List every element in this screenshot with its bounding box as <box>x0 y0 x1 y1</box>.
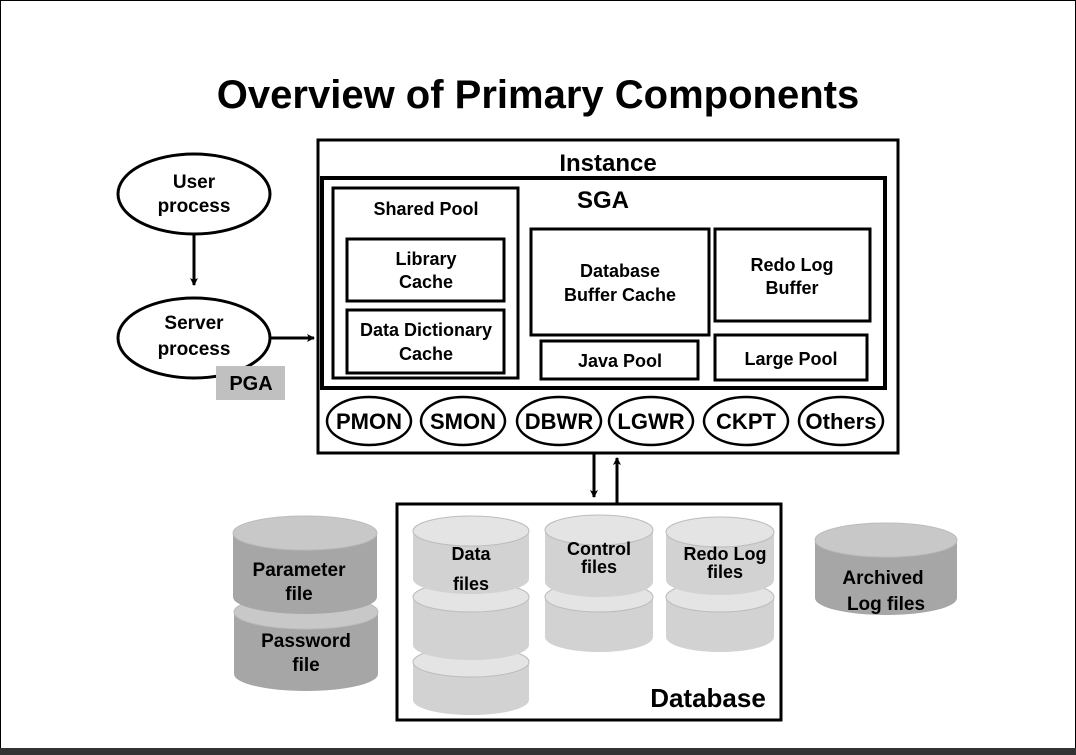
process-ckpt: CKPT <box>702 395 790 447</box>
parameter-file-cylinder <box>232 515 378 614</box>
control-files-label-2: files <box>581 557 617 577</box>
user-process-label-1: User <box>173 172 216 193</box>
background-processes: PMON SMON DBWR LGWR CKPT Others <box>325 395 885 447</box>
process-smon: SMON <box>419 395 507 447</box>
java-pool-box: Java Pool <box>539 339 700 381</box>
database-buffer-cache-box: Database Buffer Cache <box>529 227 711 337</box>
process-label: LGWR <box>617 409 684 434</box>
user-process-label-2: process <box>158 196 231 217</box>
redo-log-files-label-2: files <box>707 562 743 582</box>
sga-label: SGA <box>577 187 629 214</box>
database-buffer-cache-label-2: Buffer Cache <box>564 285 676 305</box>
large-pool-box: Large Pool <box>713 333 869 382</box>
process-others: Others <box>797 395 885 447</box>
process-label: Others <box>806 409 877 434</box>
process-label: SMON <box>430 409 496 434</box>
control-file-cylinder-1 <box>544 514 654 597</box>
parameter-file-label-1: Parameter <box>253 560 347 581</box>
archived-log-files-label-2: Log files <box>847 594 925 615</box>
large-pool-label: Large Pool <box>744 349 837 369</box>
parameter-password-file-stack <box>232 515 379 691</box>
data-dictionary-cache-label-1: Data Dictionary <box>360 320 492 340</box>
redo-log-buffer-label-1: Redo Log <box>751 255 834 275</box>
data-dictionary-cache-label-2: Cache <box>399 344 453 364</box>
data-file-cylinder-1 <box>412 515 530 594</box>
password-file-label-2: file <box>292 655 319 676</box>
parameter-file-label-2: file <box>285 584 312 605</box>
data-files-label-1: Data <box>451 544 491 564</box>
database-buffer-cache-label-1: Database <box>580 261 660 281</box>
redo-log-files-label-1: Redo Log <box>684 544 767 564</box>
control-files-label-1: Control <box>567 539 631 559</box>
server-process-label-2: process <box>158 339 231 360</box>
data-dictionary-cache-box: Data Dictionary Cache <box>345 308 506 375</box>
library-cache-label-2: Cache <box>399 272 453 292</box>
password-file-label-1: Password <box>261 631 351 652</box>
process-dbwr: DBWR <box>515 395 603 447</box>
archived-log-files-label-1: Archived <box>842 568 923 589</box>
redo-log-buffer-label-2: Buffer <box>766 278 819 298</box>
redo-log-buffer-box: Redo Log Buffer <box>713 227 872 323</box>
java-pool-label: Java Pool <box>578 351 662 371</box>
process-label: DBWR <box>525 409 594 434</box>
process-label: CKPT <box>716 409 776 434</box>
library-cache-label-1: Library <box>395 249 456 269</box>
server-process: Server process <box>116 296 272 380</box>
redo-log-file-cylinder-1 <box>665 516 775 595</box>
data-files-label-2: files <box>453 574 489 594</box>
archived-log-files <box>814 522 958 615</box>
shared-pool-label: Shared Pool <box>373 199 478 219</box>
process-lgwr: LGWR <box>607 395 695 447</box>
database-label: Database <box>650 683 766 713</box>
instance-label: Instance <box>559 150 656 177</box>
process-pmon: PMON <box>325 395 413 447</box>
pga-label: PGA <box>229 373 272 395</box>
server-process-label-1: Server <box>164 313 224 334</box>
database-files <box>412 514 775 715</box>
page-title: Overview of Primary Components <box>217 73 859 117</box>
archived-log-cylinder <box>814 522 958 615</box>
footer-bar <box>0 748 1076 755</box>
library-cache-box: Library Cache <box>345 237 506 303</box>
pga-box: PGA <box>216 366 285 400</box>
process-label: PMON <box>336 409 402 434</box>
user-process: User process <box>116 152 272 236</box>
